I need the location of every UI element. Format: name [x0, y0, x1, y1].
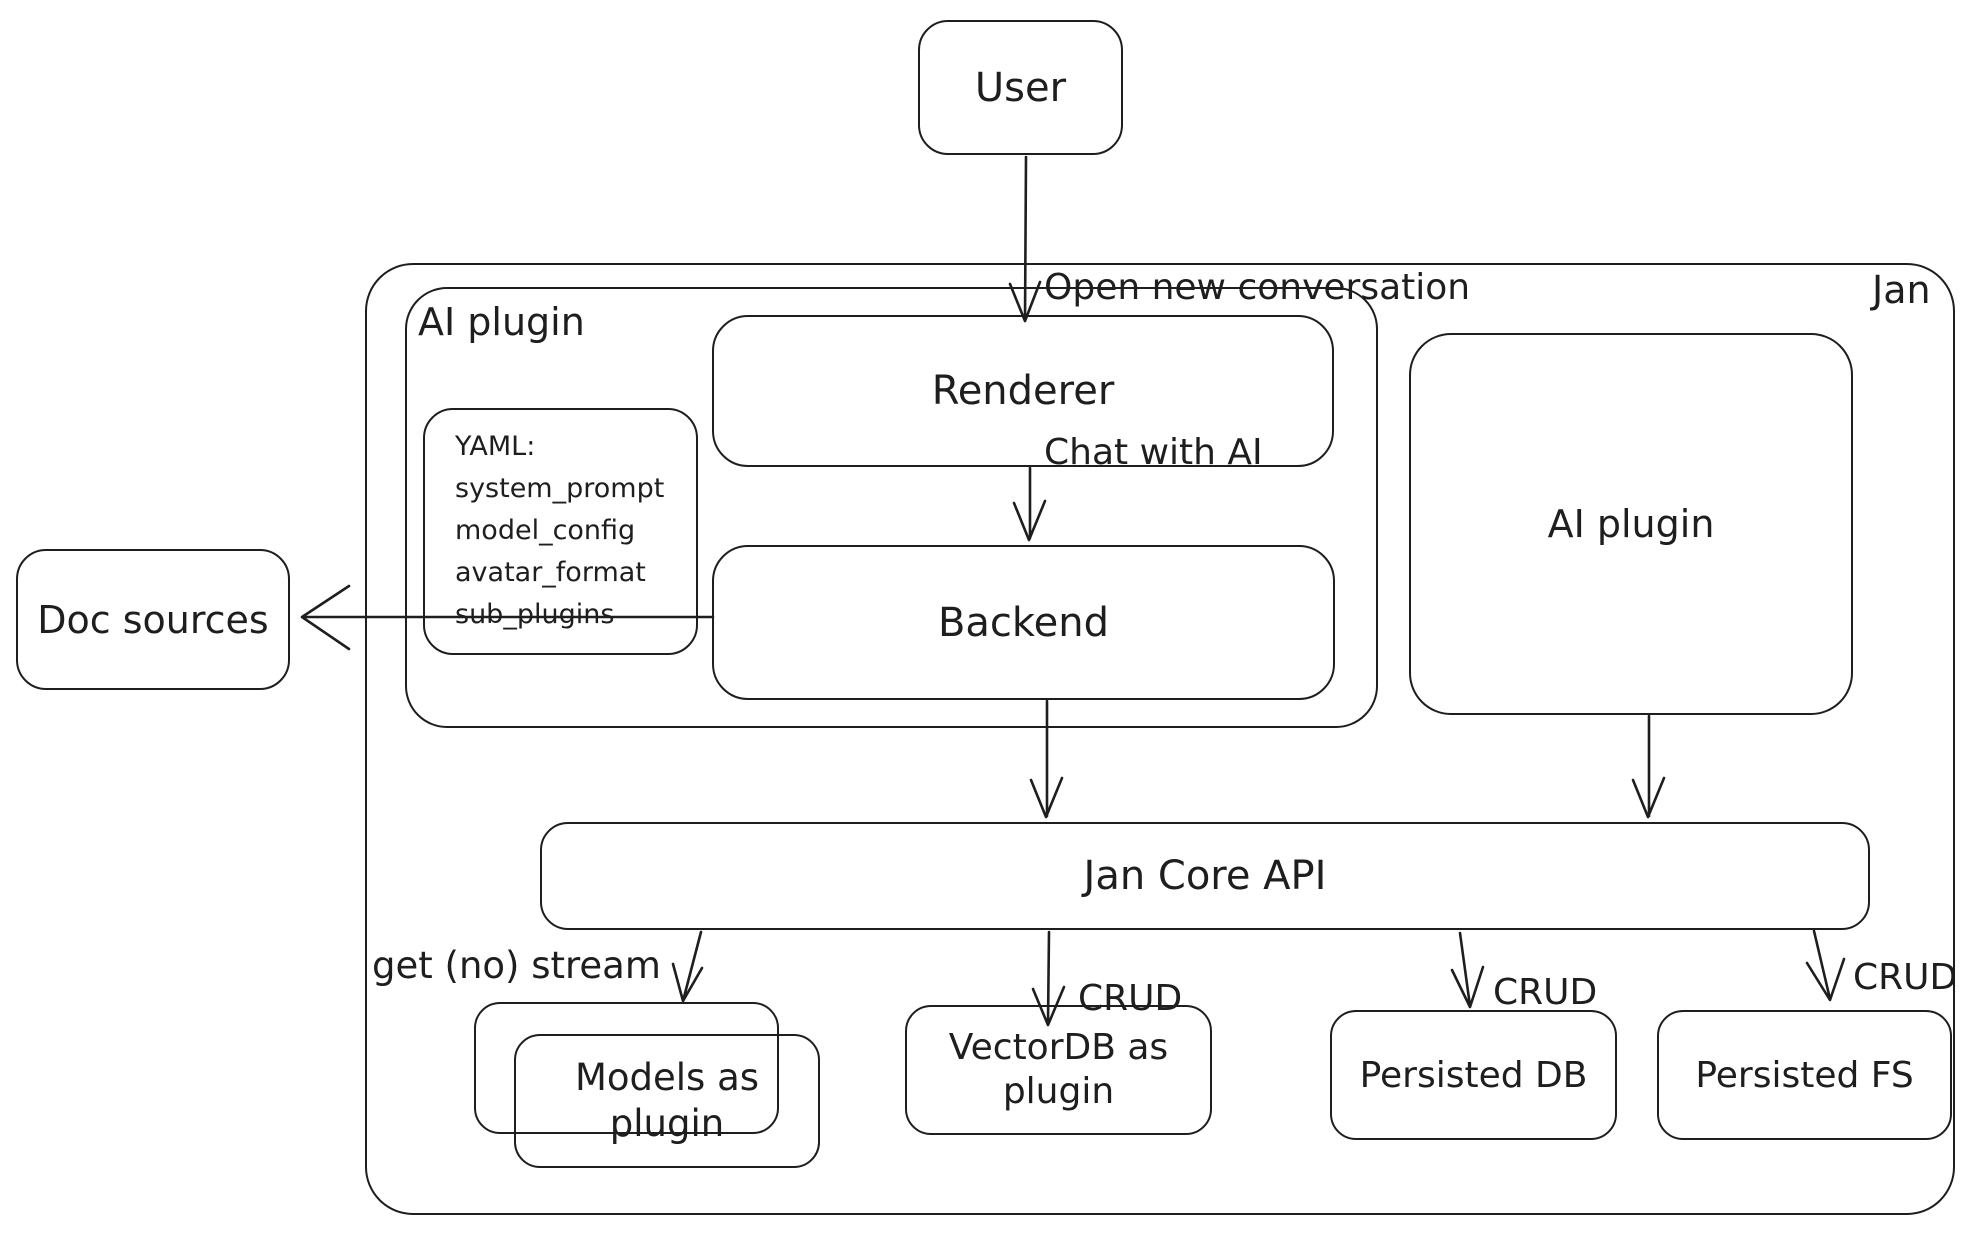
- yaml-line: model_config: [455, 515, 636, 546]
- yaml-line: YAML:: [455, 431, 536, 462]
- node-renderer: Renderer: [712, 315, 1334, 467]
- container-ai-plugin: [405, 287, 1378, 728]
- vectordb-label-line1: VectorDB as: [948, 1027, 1169, 1068]
- node-vectordb: VectorDB as plugin: [905, 1005, 1212, 1135]
- models-label-line2: plugin: [609, 1102, 725, 1145]
- user-label: User: [974, 64, 1067, 111]
- container-jan: [365, 263, 1955, 1215]
- models-label-line1: Models as: [574, 1056, 760, 1099]
- node-backend: Backend: [712, 545, 1335, 700]
- edge-label-crud-persisted-db: CRUD: [1493, 972, 1598, 1013]
- backend-label: Backend: [937, 599, 1110, 646]
- node-persisted-db: Persisted DB: [1330, 1010, 1617, 1140]
- edge-label-get-no-stream: get (no) stream: [372, 944, 661, 987]
- yaml-note-text: YAML: system_prompt model_config avatar_…: [455, 426, 664, 636]
- node-models-back: [474, 1002, 779, 1134]
- ai-plugin-container-label: AI plugin: [418, 300, 585, 344]
- ai-plugin-right-label: AI plugin: [1547, 502, 1715, 546]
- note-yaml: YAML: system_prompt model_config avatar_…: [423, 408, 698, 655]
- doc-sources-label: Doc sources: [37, 597, 269, 642]
- yaml-line: sub_plugins: [455, 599, 615, 630]
- yaml-line: system_prompt: [455, 473, 665, 504]
- yaml-line: avatar_format: [455, 557, 646, 588]
- node-jan-core-api: Jan Core API: [540, 822, 1870, 930]
- edge-label-crud-vectordb: CRUD: [1078, 978, 1183, 1019]
- jan-core-api-label: Jan Core API: [1083, 853, 1327, 899]
- node-models-front: Models as plugin: [514, 1034, 820, 1168]
- jan-label: Jan: [1872, 268, 1931, 312]
- vectordb-label-line2: plugin: [1002, 1071, 1115, 1112]
- renderer-label: Renderer: [931, 368, 1115, 414]
- edge-label-crud-persisted-fs: CRUD: [1853, 957, 1958, 998]
- node-user: User: [918, 20, 1123, 155]
- node-persisted-fs: Persisted FS: [1657, 1010, 1952, 1140]
- node-doc-sources: Doc sources: [16, 549, 290, 690]
- persisted-fs-label: Persisted FS: [1695, 1054, 1914, 1096]
- persisted-db-label: Persisted DB: [1359, 1054, 1588, 1096]
- node-ai-plugin-right: AI plugin: [1409, 333, 1853, 715]
